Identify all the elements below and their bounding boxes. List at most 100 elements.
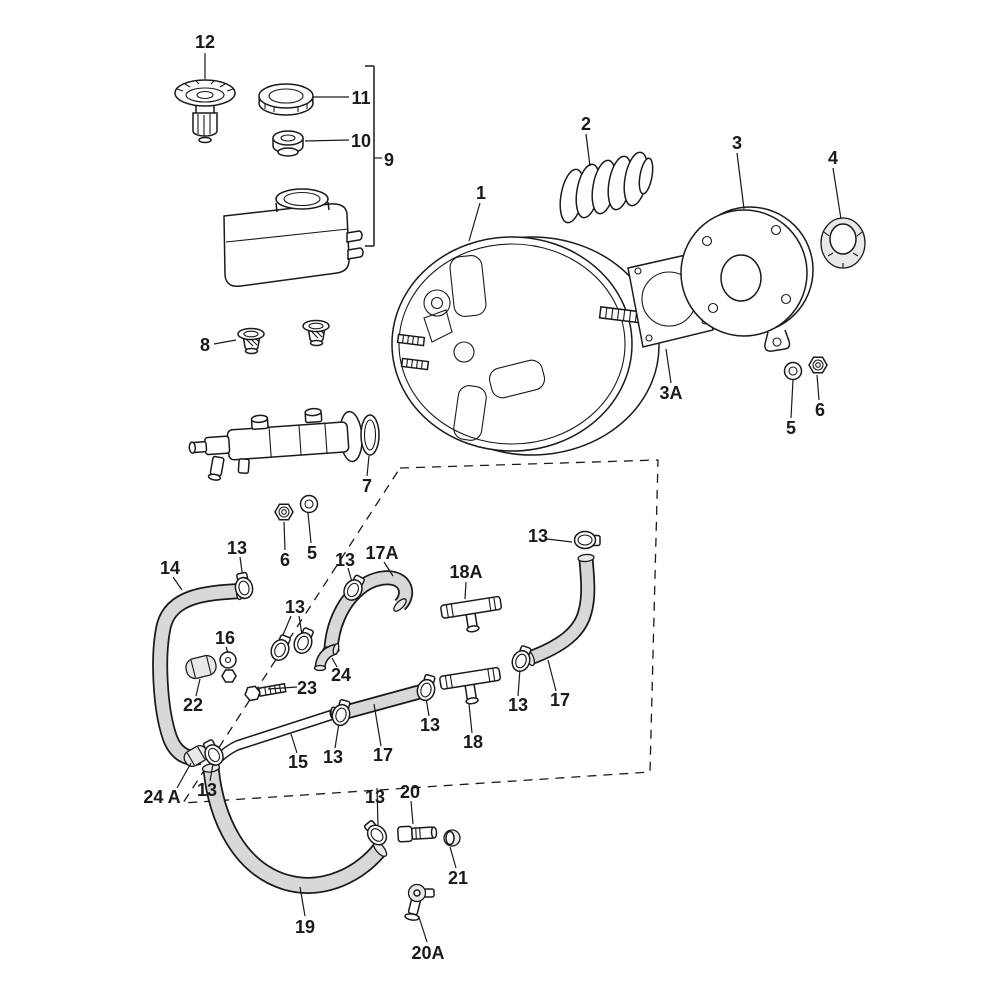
leader-line: [790, 379, 794, 419]
leader-line: [366, 455, 370, 477]
part-13-hose-clamp: [329, 697, 354, 729]
part-label-3A: 3A: [659, 383, 682, 403]
part-label-18A: 18A: [449, 562, 482, 582]
part-8-grommet: [237, 327, 265, 355]
leader-line: [832, 167, 842, 220]
leader-line: [195, 678, 201, 697]
part-label-7: 7: [362, 476, 372, 496]
part-label-3: 3: [732, 133, 742, 153]
leader-line: [267, 686, 298, 690]
part-24A-sleeve: [183, 744, 209, 768]
part-label-13: 13: [227, 538, 247, 558]
part-label-16: 16: [215, 628, 235, 648]
part-5-washer: [783, 361, 803, 381]
part-17A-hose: [322, 570, 414, 655]
part-label-9: 9: [384, 150, 394, 170]
dashed-boundary: [181, 459, 659, 804]
part-label-13: 13: [285, 597, 305, 617]
part-label-13: 13: [335, 550, 355, 570]
leader-line: [464, 581, 467, 600]
leader-line: [299, 886, 306, 917]
leader-line: [546, 538, 573, 543]
leader-line: [665, 348, 672, 384]
part-label-11: 11: [351, 88, 370, 108]
part-2-boot: [559, 151, 654, 224]
part-label-6: 6: [280, 550, 290, 570]
leader-line: [517, 668, 521, 697]
leader-line: [468, 202, 481, 242]
part-label-17A: 17A: [365, 543, 398, 563]
fluid-reservoir: [223, 188, 364, 288]
part-label-4: 4: [828, 148, 838, 168]
part-label-19: 19: [295, 917, 315, 937]
part-label-2: 2: [581, 114, 591, 134]
part-label-5: 5: [307, 543, 317, 563]
leader-line: [209, 763, 214, 782]
part-6-nut: [808, 356, 828, 374]
part-label-24: 24: [331, 665, 351, 685]
leader-line: [172, 576, 183, 591]
leader-line: [307, 512, 312, 544]
part-label-12: 12: [195, 32, 215, 52]
leader-line: [410, 800, 414, 825]
leader-line: [298, 615, 303, 636]
part-1-brake-booster: [391, 236, 660, 456]
part-label-23: 23: [297, 678, 317, 698]
part-21-plug: [443, 829, 461, 847]
part-23-bolt: [244, 682, 287, 702]
part-label-13: 13: [197, 780, 217, 800]
part-label-17: 17: [373, 745, 393, 765]
part-9-bracket: [365, 65, 375, 247]
part-24-elbow: [313, 642, 340, 672]
part-label-22: 22: [183, 695, 203, 715]
part-label-18: 18: [463, 732, 483, 752]
part-label-13: 13: [323, 747, 343, 767]
part-label-6: 6: [815, 400, 825, 420]
leader-line: [468, 703, 473, 734]
part-label-15: 15: [288, 752, 308, 772]
part-label-10: 10: [351, 131, 371, 151]
part-label-24A: 24 A: [143, 787, 180, 807]
part-20A-elbow: [404, 883, 435, 921]
part-label-13: 13: [420, 715, 440, 735]
part-5-washer: [299, 494, 319, 514]
leader-line: [176, 762, 192, 789]
part-label-1: 1: [476, 183, 486, 203]
part-13-hose-clamp: [290, 625, 318, 657]
part-label-17: 17: [550, 690, 570, 710]
leader-line: [383, 561, 394, 577]
part-20-connector: [397, 825, 438, 843]
leader-line: [213, 339, 237, 345]
mounting-stud: [396, 333, 426, 347]
part-label-8: 8: [200, 335, 210, 355]
part-13-hose-clamp: [267, 632, 295, 664]
mounting-stud: [400, 357, 430, 371]
part-label-21: 21: [448, 868, 468, 888]
part-label-13: 13: [528, 526, 548, 546]
part-label-20: 20: [400, 782, 420, 802]
part-13-hose-clamp: [508, 643, 535, 675]
part-12-reservoir-cap: [174, 79, 236, 144]
leader-line: [331, 657, 338, 668]
leader-line: [585, 133, 591, 167]
part-19-hose: [201, 763, 388, 894]
part-18-tee-fitting: [439, 666, 502, 705]
leader-line: [347, 567, 353, 583]
part-6-nut: [274, 503, 294, 521]
leader-line: [304, 139, 350, 142]
leader-line: [547, 659, 557, 692]
part-15-pipe: [213, 708, 337, 764]
leader-line: [736, 152, 745, 210]
part-label-5: 5: [786, 418, 796, 438]
part-13-hose-clamp: [573, 530, 601, 550]
part-3-mounting-plate: [680, 206, 814, 352]
diagram-drawing: [152, 65, 866, 921]
part-22-sleeve: [185, 654, 217, 680]
part-label-20A: 20A: [411, 943, 444, 963]
leader-line: [373, 703, 382, 747]
part-8-grommet: [302, 319, 330, 347]
leader-lines-layer: [172, 53, 842, 943]
